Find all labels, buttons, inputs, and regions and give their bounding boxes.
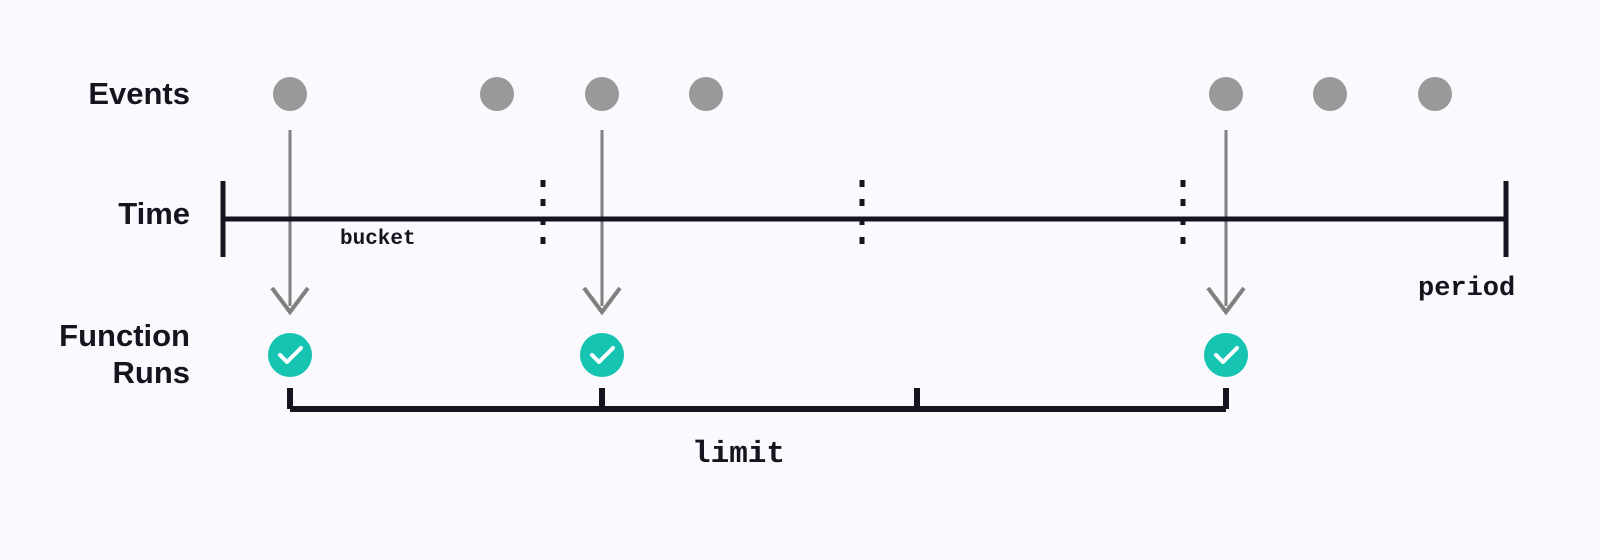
event-dot	[689, 77, 723, 111]
annotation-limit: limit	[692, 437, 786, 472]
function-run-success	[1204, 333, 1248, 377]
limit-bracket	[287, 388, 1229, 412]
event-dot	[585, 77, 619, 111]
event-dot	[273, 77, 307, 111]
event-dot	[1418, 77, 1452, 111]
event-dot	[1209, 77, 1243, 111]
row-label-time: Time	[118, 196, 190, 231]
row-label-function-runs: Function Runs	[59, 318, 190, 390]
function-runs-row	[268, 333, 1248, 377]
annotation-period: period	[1418, 274, 1516, 304]
run-status-circle	[1204, 333, 1248, 377]
row-label-events: Events	[88, 76, 190, 111]
function-run-success	[268, 333, 312, 377]
event-dot	[1313, 77, 1347, 111]
annotation-bucket: bucket	[340, 228, 416, 251]
event-dot	[480, 77, 514, 111]
check-icon	[590, 346, 615, 364]
run-status-circle	[580, 333, 624, 377]
function-run-success	[580, 333, 624, 377]
events-row	[273, 77, 1452, 111]
check-icon	[278, 346, 303, 364]
check-icon	[1214, 346, 1239, 364]
bucket-dividers	[540, 180, 1186, 256]
run-status-circle	[268, 333, 312, 377]
